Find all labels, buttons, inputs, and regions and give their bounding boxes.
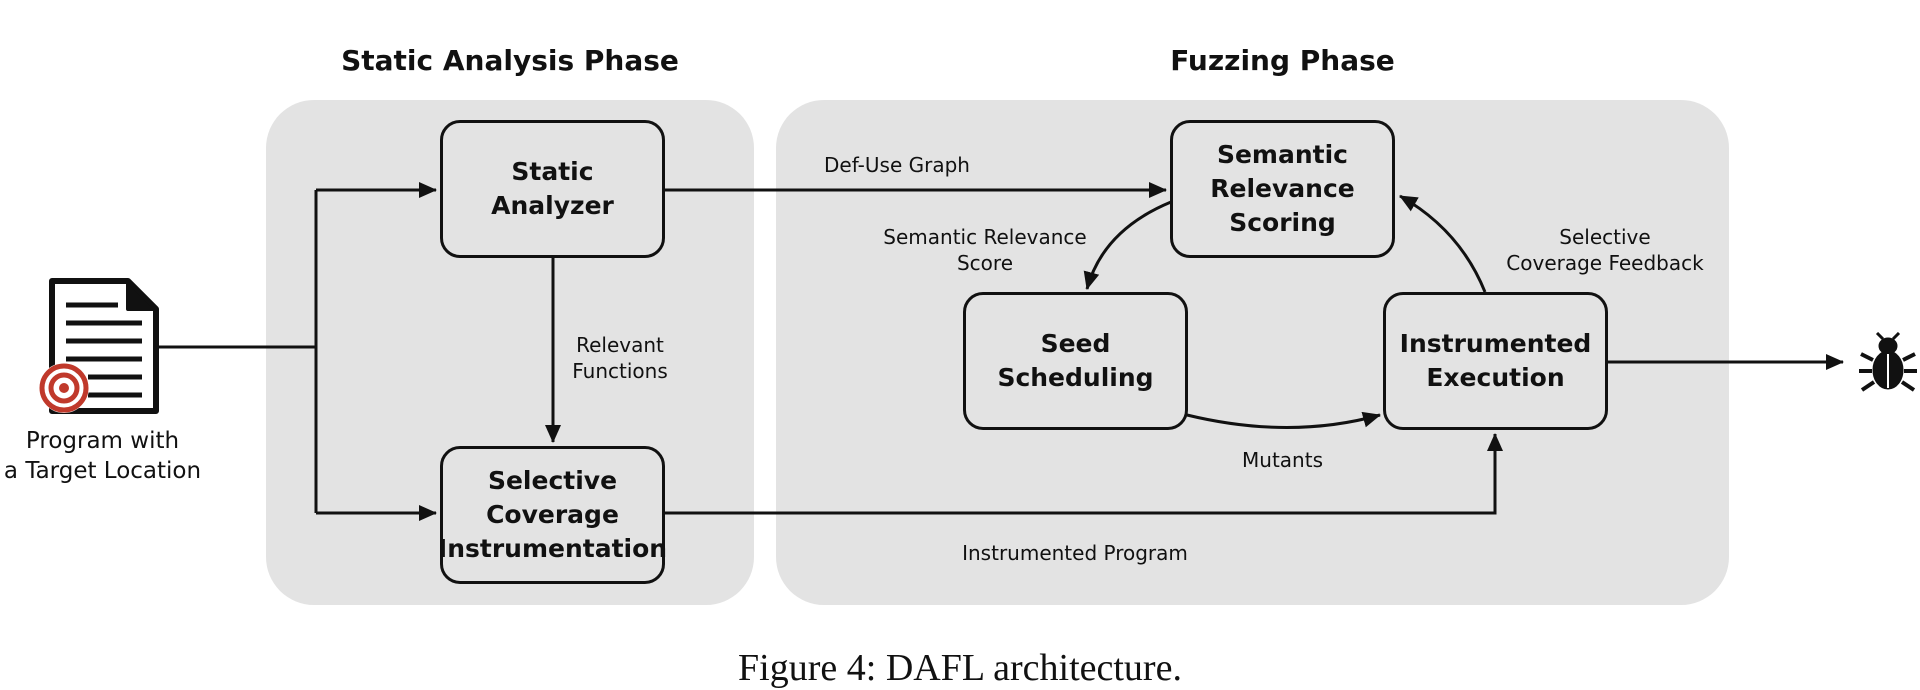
target-icon	[39, 363, 89, 413]
semantic-relevance-score-label: Semantic Relevance Score	[883, 225, 1087, 275]
def-use-graph-label: Def-Use Graph	[824, 153, 970, 177]
seed-scheduling-node: Seed Scheduling	[963, 292, 1188, 430]
instrumented-execution-node: Instrumented Execution	[1383, 292, 1608, 430]
selective-coverage-instrumentation-node: Selective Coverage Instrumentation	[438, 446, 667, 584]
static-analysis-phase-title: Static Analysis Phase	[341, 44, 679, 77]
relevant-functions-label: Relevant Functions	[572, 333, 668, 383]
semantic-relevance-scoring-node: Semantic Relevance Scoring	[1170, 120, 1395, 258]
edge-semantic-relevance-score	[1083, 200, 1172, 290]
static-analyzer-node: Static Analyzer	[440, 120, 665, 258]
mutants-label: Mutants	[1242, 448, 1323, 472]
bug-icon	[1859, 332, 1917, 392]
edge-mutants	[1186, 411, 1381, 429]
figure-caption: Figure 4: DAFL architecture.	[738, 647, 1182, 689]
instrumented-program-label: Instrumented Program	[962, 541, 1188, 565]
document-with-target-icon	[39, 278, 159, 414]
edge-selective-coverage-feedback	[1399, 194, 1487, 293]
fuzzing-phase-title: Fuzzing Phase	[1170, 44, 1395, 77]
edge-instrumented-program	[665, 433, 1503, 515]
selective-coverage-feedback-label: Selective Coverage Feedback	[1506, 225, 1704, 275]
input-program-label: Program with a Target Location	[3, 428, 202, 484]
